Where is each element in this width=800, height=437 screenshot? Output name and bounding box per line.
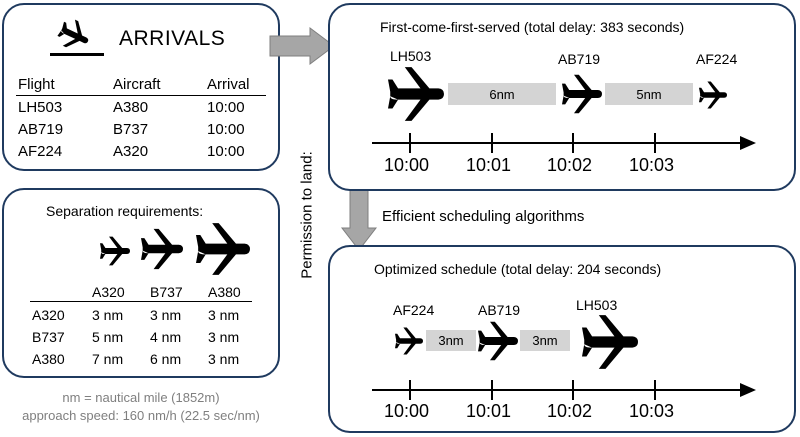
separation-cell: 3 nm [208,351,240,367]
arrivals-cell: 10:00 [207,143,245,160]
separation-cell: 3 nm [150,307,182,323]
arrivals-cell: 10:00 [207,99,245,116]
airplane-icon-ab719 [478,321,518,361]
fcfs-plane-label: LH503 [390,48,432,64]
separation-cell: 6 nm [150,351,182,367]
arrivals-header-aircraft: Aircraft [113,76,161,93]
right-arrow-icon [269,27,335,65]
airplane-icon-af224 [395,327,423,355]
fcfs-title: First-come-first-served (total delay: 38… [380,19,685,35]
optimized-plane-label: AB719 [478,302,521,318]
fcfs-panel: First-come-first-served (total delay: 38… [328,3,796,191]
arrivals-cell: B737 [113,121,149,138]
separation-header-rule [30,301,252,302]
airplane-icon-large [196,223,250,275]
fcfs-plane-label: AF224 [696,51,738,67]
separation-row-label: A320 [32,307,65,323]
optimized-plane-label: LH503 [576,297,618,313]
arrivals-panel: ARRIVALS Flight Aircraft Arrival LH503 A… [2,3,280,171]
airplane-icon-medium [141,228,183,270]
optimized-tick-label: 10:02 [547,401,593,421]
separation-row-label: A380 [32,351,65,367]
airplane-icon-lh503 [582,315,638,369]
arrivals-cell: AB719 [18,121,64,138]
separation-cell: 7 nm [92,351,124,367]
optimized-gap-1: 3nm [426,330,476,351]
fcfs-tick-label: 10:03 [629,155,675,175]
fcfs-tick-label: 10:01 [466,155,512,175]
fcfs-tick-label: 10:00 [384,155,430,175]
optimized-plane-label: AF224 [393,302,435,318]
fcfs-gap-2: 5nm [605,83,693,105]
arrivals-header-rule [16,95,266,96]
fcfs-plane-label: AB719 [558,51,601,67]
fcfs-timeline [372,133,756,153]
airplane-icon-ab719 [562,74,602,114]
footnote-line-2: approach speed: 160 nm/h (22.5 sec/nm) [22,408,260,423]
airplane-icon-small [100,236,130,266]
optimized-timeline [372,380,756,400]
arrivals-cell: A320 [113,143,149,160]
separation-cell: 5 nm [92,329,124,345]
arrivals-header-flight: Flight [18,76,55,93]
landing-airplane-icon [50,15,104,56]
optimized-tick-label: 10:00 [384,401,430,421]
separation-panel: Separation requirements: A320 B737 A380 … [2,188,280,378]
arrivals-title: ARRIVALS [119,27,226,50]
separation-cell: 3 nm [208,307,240,323]
arrivals-cell: LH503 [18,99,63,116]
separation-col-header: B737 [150,284,183,300]
down-arrow-icon [340,189,378,251]
separation-col-header: A380 [208,284,241,300]
optimized-panel: Optimized schedule (total delay: 204 sec… [328,245,796,433]
separation-row-label: B737 [32,329,65,345]
separation-title: Separation requirements: [46,203,204,219]
fcfs-tick-label: 10:02 [547,155,593,175]
permission-to-land-label: Permission to land: [298,151,316,279]
fcfs-gap-1: 6nm [448,83,556,105]
footnote-line-1: nm = nautical mile (1852m) [62,390,220,405]
airplane-icon-af224 [699,81,727,109]
airplane-icon-lh503 [388,67,444,121]
algorithms-label: Efficient scheduling algorithms [382,208,585,225]
optimized-gap-2: 3nm [520,330,570,351]
separation-cell: 4 nm [150,329,182,345]
optimized-title: Optimized schedule (total delay: 204 sec… [374,261,662,277]
separation-col-header: A320 [92,284,125,300]
optimized-tick-label: 10:01 [466,401,512,421]
separation-cell: 3 nm [92,307,124,323]
arrivals-header-arrival: Arrival [207,76,250,93]
arrivals-cell: A380 [113,99,149,116]
arrivals-cell: AF224 [18,143,63,160]
arrivals-cell: 10:00 [207,121,245,138]
optimized-tick-label: 10:03 [629,401,675,421]
separation-cell: 3 nm [208,329,240,345]
